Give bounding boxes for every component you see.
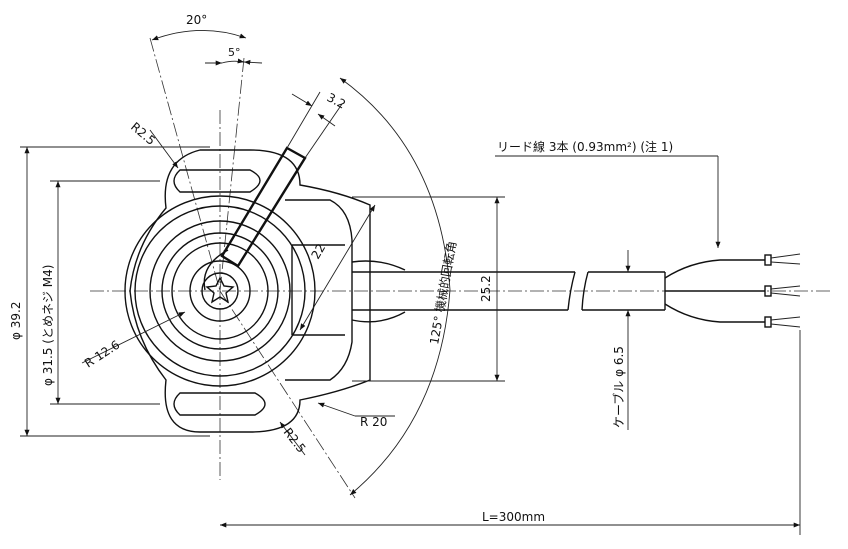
radius-2-5-bottom-label: R2.5 bbox=[281, 425, 309, 455]
width-3-2-label: 3.2 bbox=[325, 90, 348, 111]
cable bbox=[351, 253, 801, 328]
dia-31-5-label: φ 31.5 (とめネジ M4) bbox=[41, 265, 55, 386]
lead-wires-label: リード線 3本 (0.93mm²) (注 1) bbox=[497, 139, 673, 154]
radius-20-label: R 20 bbox=[360, 415, 387, 429]
angle-20-label: 20° bbox=[186, 13, 207, 27]
rotation-angle-label: 125° 機械的回転角 bbox=[426, 240, 459, 346]
dimensions bbox=[20, 30, 801, 535]
cable-dia-label: ケーブル φ 6.5 bbox=[611, 346, 626, 428]
length-label: L=300mm bbox=[482, 510, 545, 524]
angle-5-label: 5° bbox=[228, 46, 241, 59]
dim-22-label: 22 bbox=[308, 241, 328, 261]
radius-2-5-top-label: R2.5 bbox=[128, 120, 158, 148]
dim-25-2-label: 25.2 bbox=[479, 275, 493, 302]
rotor-rings bbox=[124, 195, 316, 387]
lever-arm bbox=[203, 146, 307, 291]
dia-39-2-label: φ 39.2 bbox=[9, 302, 23, 340]
radius-12-6-label: R 12.6 bbox=[82, 338, 122, 371]
